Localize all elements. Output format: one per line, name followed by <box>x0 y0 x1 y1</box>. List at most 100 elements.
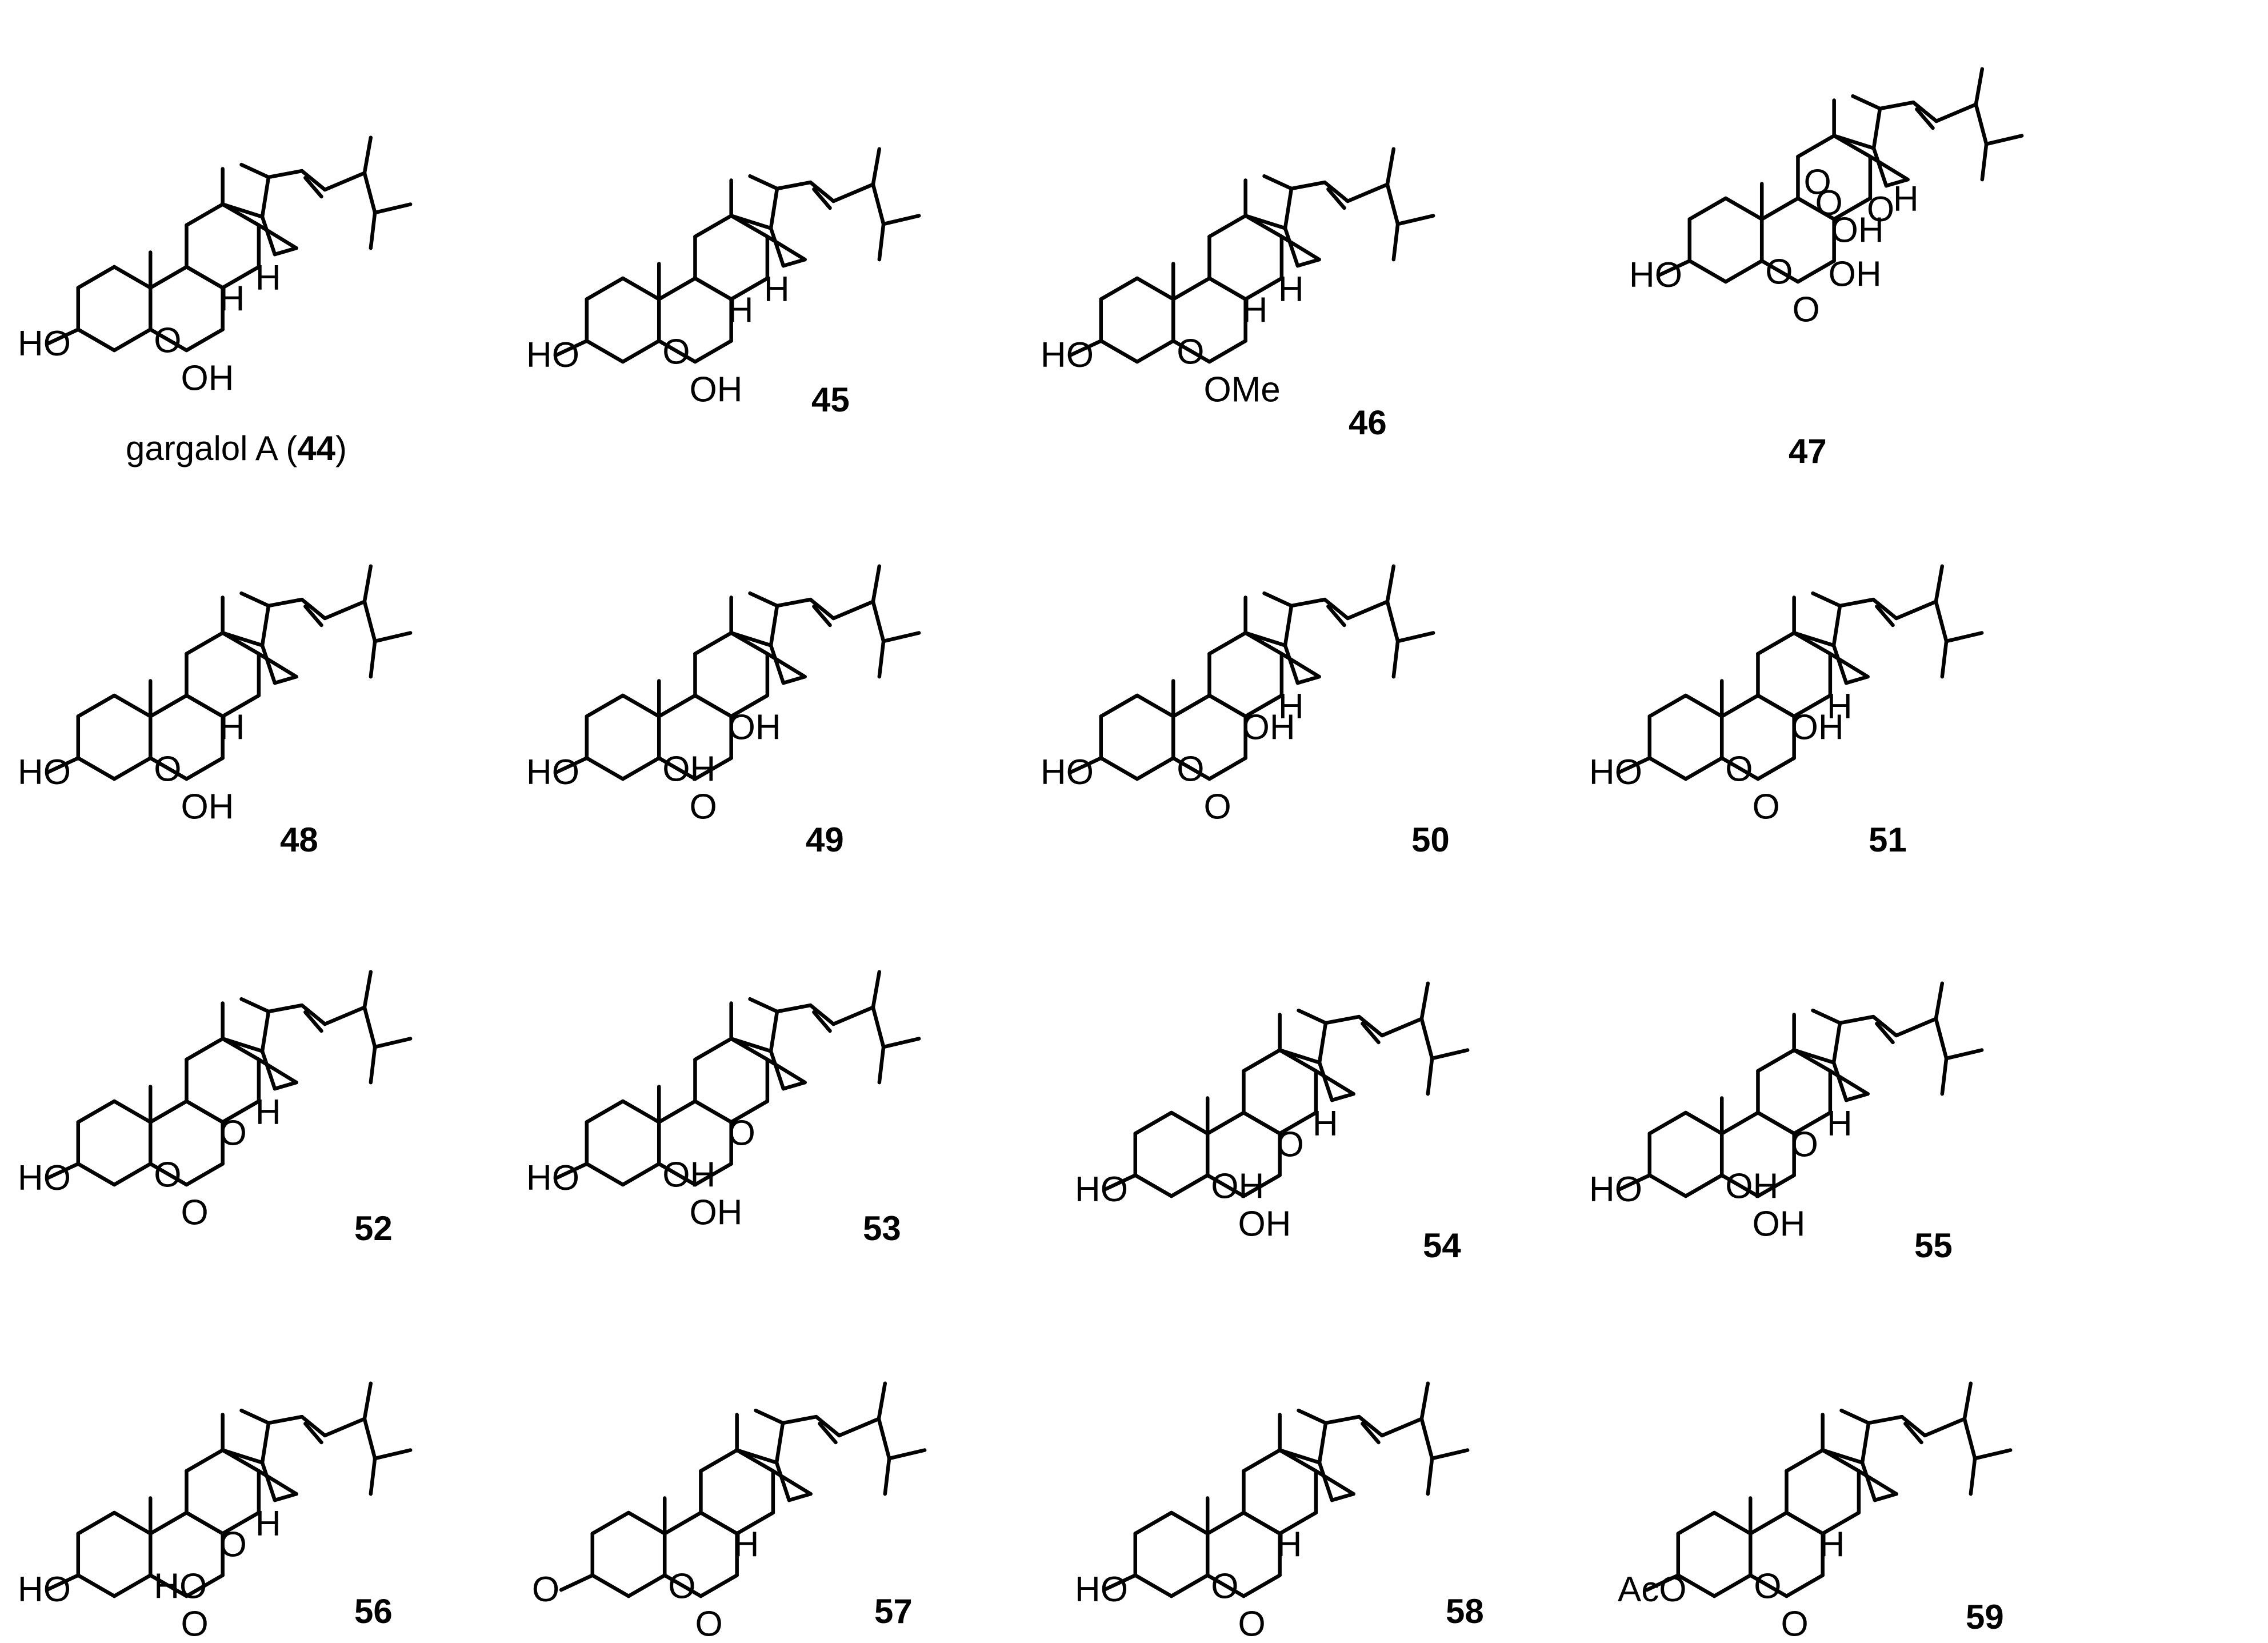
atom-label: O <box>154 321 181 361</box>
compound-number: 46 <box>1349 403 1387 442</box>
atom-label: H <box>1819 1525 1845 1565</box>
atom-label: O <box>689 787 717 826</box>
compound-number: 56 <box>354 1592 393 1630</box>
atom-label: H <box>255 1504 281 1544</box>
atom-label: HO <box>526 335 579 375</box>
atom-label: OH <box>1829 254 1882 294</box>
atom-label: OH <box>1752 1204 1805 1244</box>
atom-label: OH <box>1211 1167 1264 1206</box>
atom-label: HO <box>1041 753 1094 792</box>
atom-label: H <box>764 270 790 309</box>
atom-label: HO <box>1041 335 1094 375</box>
atom-label: H <box>1313 1104 1338 1144</box>
atom-label: O <box>728 1114 755 1153</box>
atom-label: OH <box>662 750 715 789</box>
compound-number: 55 <box>1914 1226 1953 1265</box>
atom-label: H <box>1242 291 1268 330</box>
atom-label: O <box>1867 190 1894 229</box>
compound-number: 50 <box>1411 821 1450 859</box>
atom-label: O <box>668 1567 695 1606</box>
compound-number: 59 <box>1966 1598 2004 1636</box>
atom-label: O <box>181 1604 208 1643</box>
atom-label: HO <box>526 1158 579 1198</box>
atom-label: HO <box>18 324 71 363</box>
atom-label: HO <box>1075 1170 1128 1209</box>
compound-58: HO OOH 58 <box>1075 1381 1484 1643</box>
compound-number: 49 <box>806 821 844 859</box>
atom-label: O <box>1238 1604 1265 1643</box>
atom-label: H <box>255 1093 281 1132</box>
atom-label: OH <box>728 708 781 747</box>
atom-label: H <box>1827 1104 1853 1144</box>
atom-label: O <box>219 1525 247 1565</box>
atom-label: O <box>1177 750 1204 789</box>
atom-label: O <box>695 1604 722 1643</box>
atom-label: HO <box>154 1567 207 1606</box>
atom-label: OH <box>181 787 234 826</box>
atom-label: O <box>1752 787 1779 826</box>
atom-label: O <box>1781 1604 1808 1643</box>
atom-label: OH <box>689 1193 742 1232</box>
compound-51: HO OO OHH 51 <box>1589 564 1984 859</box>
atom-label: H <box>728 291 754 330</box>
atom-label: H <box>1893 179 1919 219</box>
atom-label: H <box>219 279 245 319</box>
compound-number: 51 <box>1869 821 1907 859</box>
compound-number: 45 <box>811 381 850 419</box>
atom-label: HO <box>18 1570 71 1609</box>
compound-number: 57 <box>874 1592 913 1630</box>
atom-label: O <box>181 1193 208 1232</box>
atom-label: O <box>1792 290 1819 329</box>
atom-label: OH <box>662 1156 715 1195</box>
atom-label: O <box>1203 787 1231 826</box>
atom-label: H <box>255 258 281 298</box>
atom-label: HO <box>1075 1570 1128 1609</box>
atom-label: O <box>1725 750 1753 789</box>
compound-number: 58 <box>1446 1592 1484 1630</box>
atom-label: O <box>532 1570 559 1609</box>
atom-label: O <box>662 333 690 372</box>
atom-label: HO <box>1589 1170 1642 1209</box>
atom-label: OMe <box>1203 370 1280 409</box>
atom-label: H <box>1277 1525 1302 1565</box>
atom-label: HO <box>526 753 579 792</box>
atom-label: OH <box>1831 211 1884 250</box>
atom-label: O <box>219 1114 247 1153</box>
compound-59: AcO OOH 59 <box>1618 1381 2013 1643</box>
atom-label: H <box>1827 687 1853 726</box>
atom-label: OH <box>1242 708 1295 747</box>
atom-label: O <box>1211 1567 1238 1606</box>
compound-number: 47 <box>1789 432 1827 470</box>
compound-caption: gargalol A (44) <box>126 429 347 467</box>
atom-label: HO <box>1589 753 1642 792</box>
compound-number: 54 <box>1423 1226 1461 1265</box>
atom-label: HO <box>1629 255 1682 295</box>
compound-number: 52 <box>354 1209 393 1248</box>
atom-label: AcO <box>1618 1570 1687 1609</box>
atom-label: OH <box>1238 1204 1291 1244</box>
compound-number: 48 <box>280 821 318 859</box>
atom-label: OH <box>1791 708 1844 747</box>
compound-number: 53 <box>863 1209 901 1248</box>
atom-label: O <box>1803 163 1831 202</box>
atom-label: H <box>219 708 245 747</box>
atom-label: O <box>1754 1567 1781 1606</box>
atom-label: H <box>1278 270 1304 309</box>
atom-label: O <box>1277 1125 1304 1165</box>
atom-label: OH <box>1725 1167 1778 1206</box>
atom-label: OH <box>181 358 234 398</box>
